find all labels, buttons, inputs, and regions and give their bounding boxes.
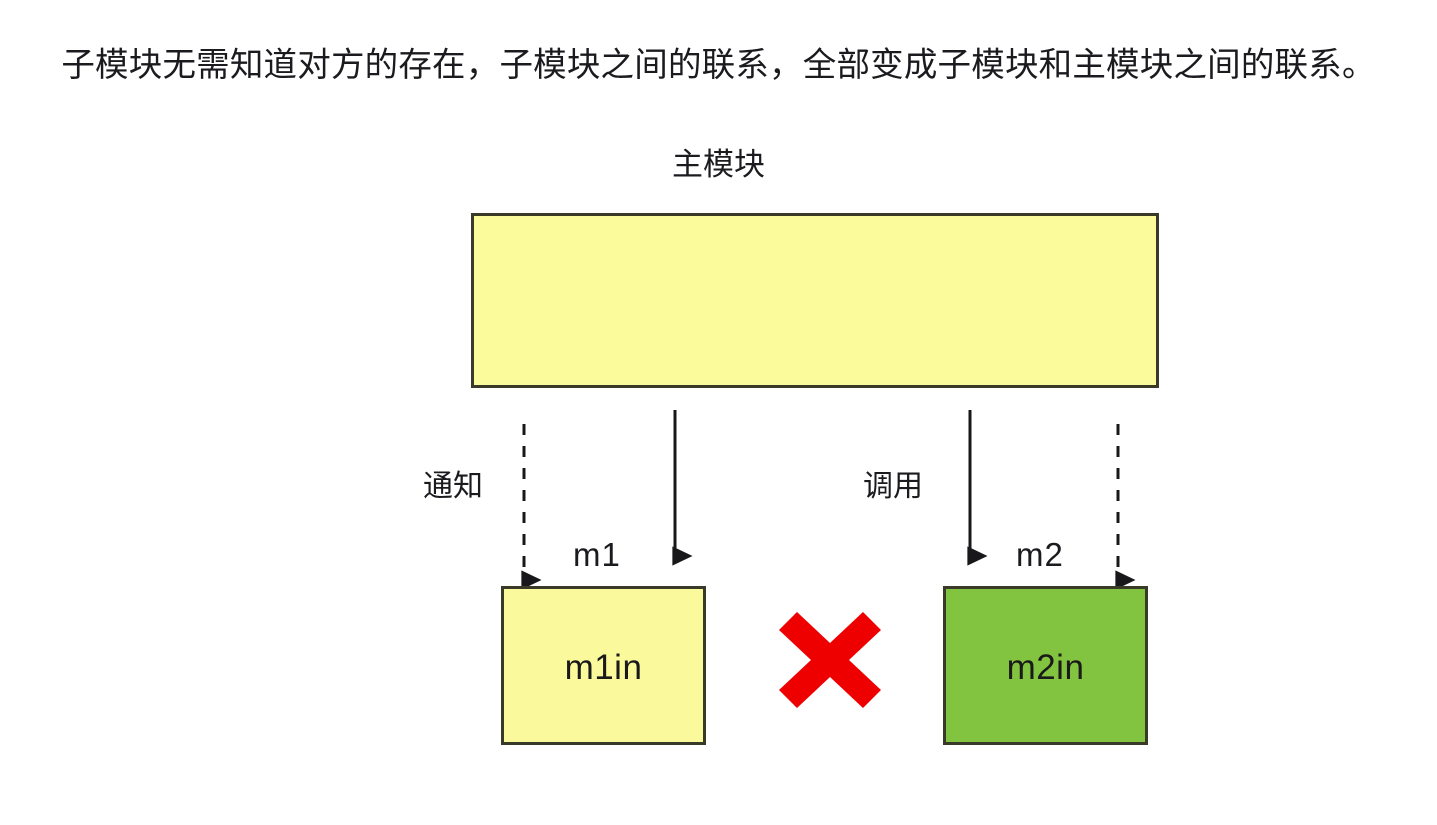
red-x-icon xyxy=(779,612,881,708)
main-module-caption: 主模块 xyxy=(672,147,765,182)
sub-module-m2-box: m2in xyxy=(943,586,1148,745)
page-title: 子模块无需知道对方的存在，子模块之间的联系，全部变成子模块和主模块之间的联系。 xyxy=(61,47,1376,84)
sub-module-m1-label: m1in xyxy=(564,648,643,687)
edge-label-m2: m2 xyxy=(1016,536,1064,573)
main-module-box xyxy=(471,213,1159,388)
sub-module-m1-box: m1in xyxy=(501,586,706,745)
edge-label-m1: m1 xyxy=(573,536,621,573)
edge-label-notify: 通知 xyxy=(423,470,483,503)
sub-module-m2-label: m2in xyxy=(1006,648,1085,687)
edge-label-call: 调用 xyxy=(863,470,923,503)
